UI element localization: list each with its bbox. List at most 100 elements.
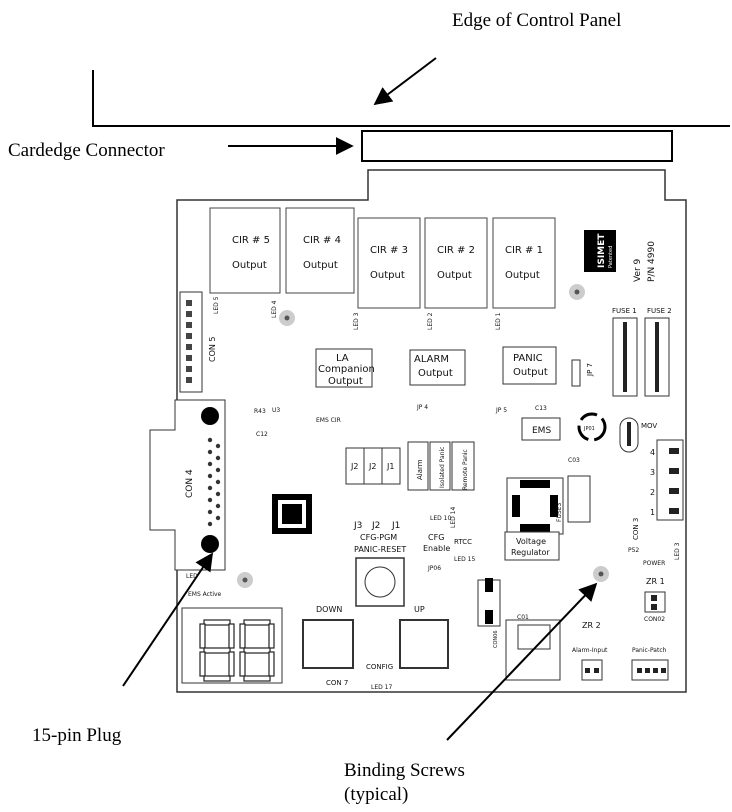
con4-screw-bottom	[201, 535, 219, 553]
dsub-pin	[207, 449, 213, 455]
dsub-pin	[215, 455, 221, 461]
circuit-board-outline	[176, 169, 687, 693]
version-label: Ver 9	[633, 258, 643, 282]
zr2-label: ZR 2	[582, 621, 601, 630]
voltage-label-2: Regulator	[511, 548, 550, 557]
fuse2-label: FUSE 2	[647, 307, 672, 315]
segment	[199, 651, 206, 677]
fuse3-label: FUSE3	[556, 503, 563, 522]
la-label-2: Companion	[318, 364, 375, 375]
con4-label: CON 4	[185, 469, 195, 498]
con06-label: CON06	[493, 630, 499, 648]
voltage-label-1: Voltage	[516, 537, 546, 546]
cir2-sub: Output	[437, 270, 472, 281]
jp7-label: JP 7	[586, 363, 594, 377]
panic-label-2: Output	[513, 367, 548, 378]
dsub-pin	[215, 479, 221, 485]
rtcc-label: RTCC	[454, 538, 472, 546]
mov-label: MOV	[641, 422, 657, 430]
cir1-label: CIR # 1	[505, 245, 543, 256]
fuse3	[567, 475, 591, 523]
circuit-relays	[209, 207, 556, 309]
segment	[228, 651, 235, 677]
dsub-pin	[207, 437, 213, 443]
jp4-label: JP 4	[416, 404, 428, 411]
jp5-label: JP 5	[495, 407, 507, 414]
plug-arrow	[122, 552, 214, 687]
la-companion-output	[315, 348, 373, 388]
enable-label: Enable	[423, 544, 450, 553]
jp7-header	[571, 359, 581, 387]
led10-label: LED 10	[430, 515, 451, 522]
dsub-pin	[215, 467, 221, 473]
remote-panic-label: Remote Panic	[462, 449, 469, 490]
ems-module	[521, 417, 561, 441]
con3-label: CON 3	[632, 518, 640, 540]
con4-screw-top	[201, 407, 219, 425]
voltage-regulator	[504, 531, 560, 561]
up-label: UP	[414, 605, 425, 614]
c01-label: C01	[517, 614, 529, 621]
dsub-pin	[215, 491, 221, 497]
segment	[239, 623, 246, 649]
led5-label: LED 5	[213, 296, 220, 314]
cir4-sub: Output	[303, 260, 338, 271]
terminal-1: 1	[650, 508, 655, 517]
la-label-3: Output	[328, 376, 363, 387]
ems-label: EMS	[532, 426, 551, 436]
jp01-label: JP01	[583, 426, 595, 432]
cir5-sub: Output	[232, 260, 267, 271]
ems-cir-label: EMS CIR	[316, 417, 341, 424]
cardedge-connector-label: Cardedge Connector	[8, 140, 165, 161]
ems-active-label: EMS Active	[188, 591, 222, 598]
dsub-pin	[215, 503, 221, 509]
edge-of-control-panel-label: Edge of Control Panel	[452, 10, 622, 31]
con5-label: CON 5	[208, 337, 217, 363]
panic-patch-label: Panic-Patch	[632, 647, 667, 654]
edge-panel-arrow	[373, 57, 437, 106]
con7-label: CON 7	[326, 679, 348, 687]
con5-pin	[186, 322, 192, 328]
isimet-logo: ISIMET	[597, 233, 607, 268]
led2-label: LED 2	[427, 312, 434, 330]
alarm-input-terminal	[581, 659, 603, 681]
c12-label: C12	[256, 431, 268, 438]
con5-pin	[186, 333, 192, 339]
terminal-3: 3	[650, 468, 655, 477]
jumper-j2b: J2	[368, 462, 376, 471]
segment	[203, 619, 231, 626]
dsub-pin	[207, 509, 213, 515]
relay-cir-3	[357, 217, 421, 309]
led4-label: LED 4	[271, 300, 278, 318]
segment	[268, 623, 275, 649]
jumper-j1: J1	[386, 462, 394, 471]
cir3-label: CIR # 3	[370, 245, 408, 256]
con5-pin	[186, 377, 192, 383]
p52-label: P52	[628, 547, 639, 554]
jp01-ring	[577, 412, 607, 442]
cardedge-connector	[361, 130, 673, 162]
segment	[243, 675, 271, 682]
led3-label: LED 3	[353, 312, 360, 330]
binding-screws	[237, 284, 609, 588]
u3-label: U3	[272, 407, 280, 414]
con5-pin	[186, 311, 192, 317]
segment	[228, 623, 235, 649]
con5-pin	[186, 355, 192, 361]
led15-label: LED 15	[454, 556, 475, 563]
con5-header	[179, 291, 203, 393]
segment	[239, 651, 246, 677]
alarm-jumper-label: Alarm	[416, 459, 424, 480]
segment-digits	[199, 619, 275, 682]
led17-label: LED 17	[371, 684, 392, 691]
segment	[243, 619, 271, 626]
cir5-label: CIR # 5	[232, 235, 270, 246]
jp06-label: JP06	[427, 565, 441, 572]
terminal-2: 2	[650, 488, 655, 497]
isimet-logo-box	[584, 230, 616, 272]
fifteen-pin-plug-label: 15-pin Plug	[32, 725, 122, 746]
con4-pins	[207, 437, 221, 527]
zr1-label: ZR 1	[646, 577, 665, 586]
